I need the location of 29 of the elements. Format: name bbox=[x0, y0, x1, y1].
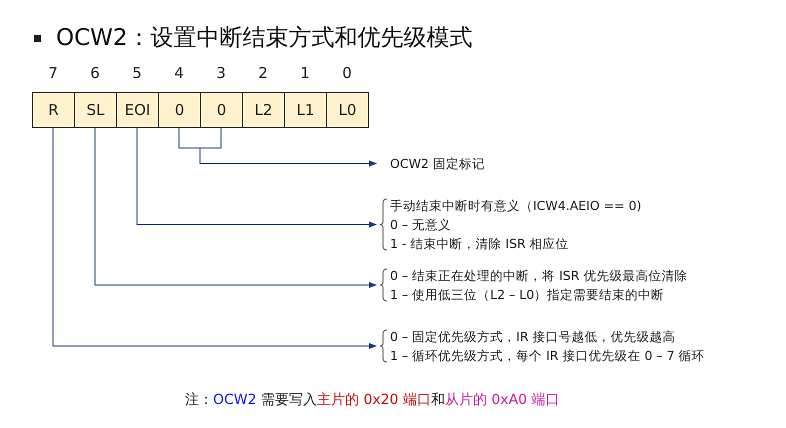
connector-arrow bbox=[94, 128, 377, 288]
connector-arrow bbox=[52, 128, 377, 349]
bit-number: 5 bbox=[131, 64, 143, 82]
register-bit-cell: EOI bbox=[116, 92, 159, 128]
description-text: 1 - 结束中断，清除 ISR 相应位 bbox=[389, 235, 570, 253]
register-bit-cell: L1 bbox=[284, 92, 327, 128]
connector-arrow bbox=[136, 128, 377, 228]
bit-number: 0 bbox=[341, 64, 353, 82]
register-bit-cell: 0 bbox=[158, 92, 201, 128]
bit-number: 2 bbox=[257, 64, 269, 82]
bit-number: 4 bbox=[173, 64, 185, 82]
bit-number: 1 bbox=[299, 64, 311, 82]
register-bit-cell: SL bbox=[74, 92, 117, 128]
description-text: 1 – 使用低三位（L2 – L0）指定需要结束的中断 bbox=[389, 286, 666, 304]
description-text: 0 – 无意义 bbox=[389, 216, 452, 234]
register-bit-cell: 0 bbox=[200, 92, 243, 128]
note-text: 注：OCW2 需要写入主片的 0x20 端口和从片的 0xA0 端口 bbox=[185, 391, 560, 409]
bit-number: 7 bbox=[47, 64, 59, 82]
description-text: OCW2 固定标记 bbox=[389, 155, 485, 173]
register-bit-cell: R bbox=[32, 92, 75, 128]
description-text: 1 – 循环优先级方式，每个 IR 接口优先级在 0 – 7 循环 bbox=[389, 347, 705, 365]
description-text: 0 – 固定优先级方式，IR 接口号越低，优先级越高 bbox=[389, 328, 676, 346]
bit-number: 6 bbox=[89, 64, 101, 82]
description-text: 手动结束中断时有意义（ICW4.AEIO == 0) bbox=[389, 197, 642, 215]
register-bit-cell: L0 bbox=[326, 92, 369, 128]
title: OCW2：设置中断结束方式和优先级模式 bbox=[56, 24, 473, 53]
description-text: 0 – 结束正在处理的中断，将 ISR 优先级最高位清除 bbox=[389, 267, 688, 285]
register-bit-cell: L2 bbox=[242, 92, 285, 128]
bit-number: 3 bbox=[215, 64, 227, 82]
